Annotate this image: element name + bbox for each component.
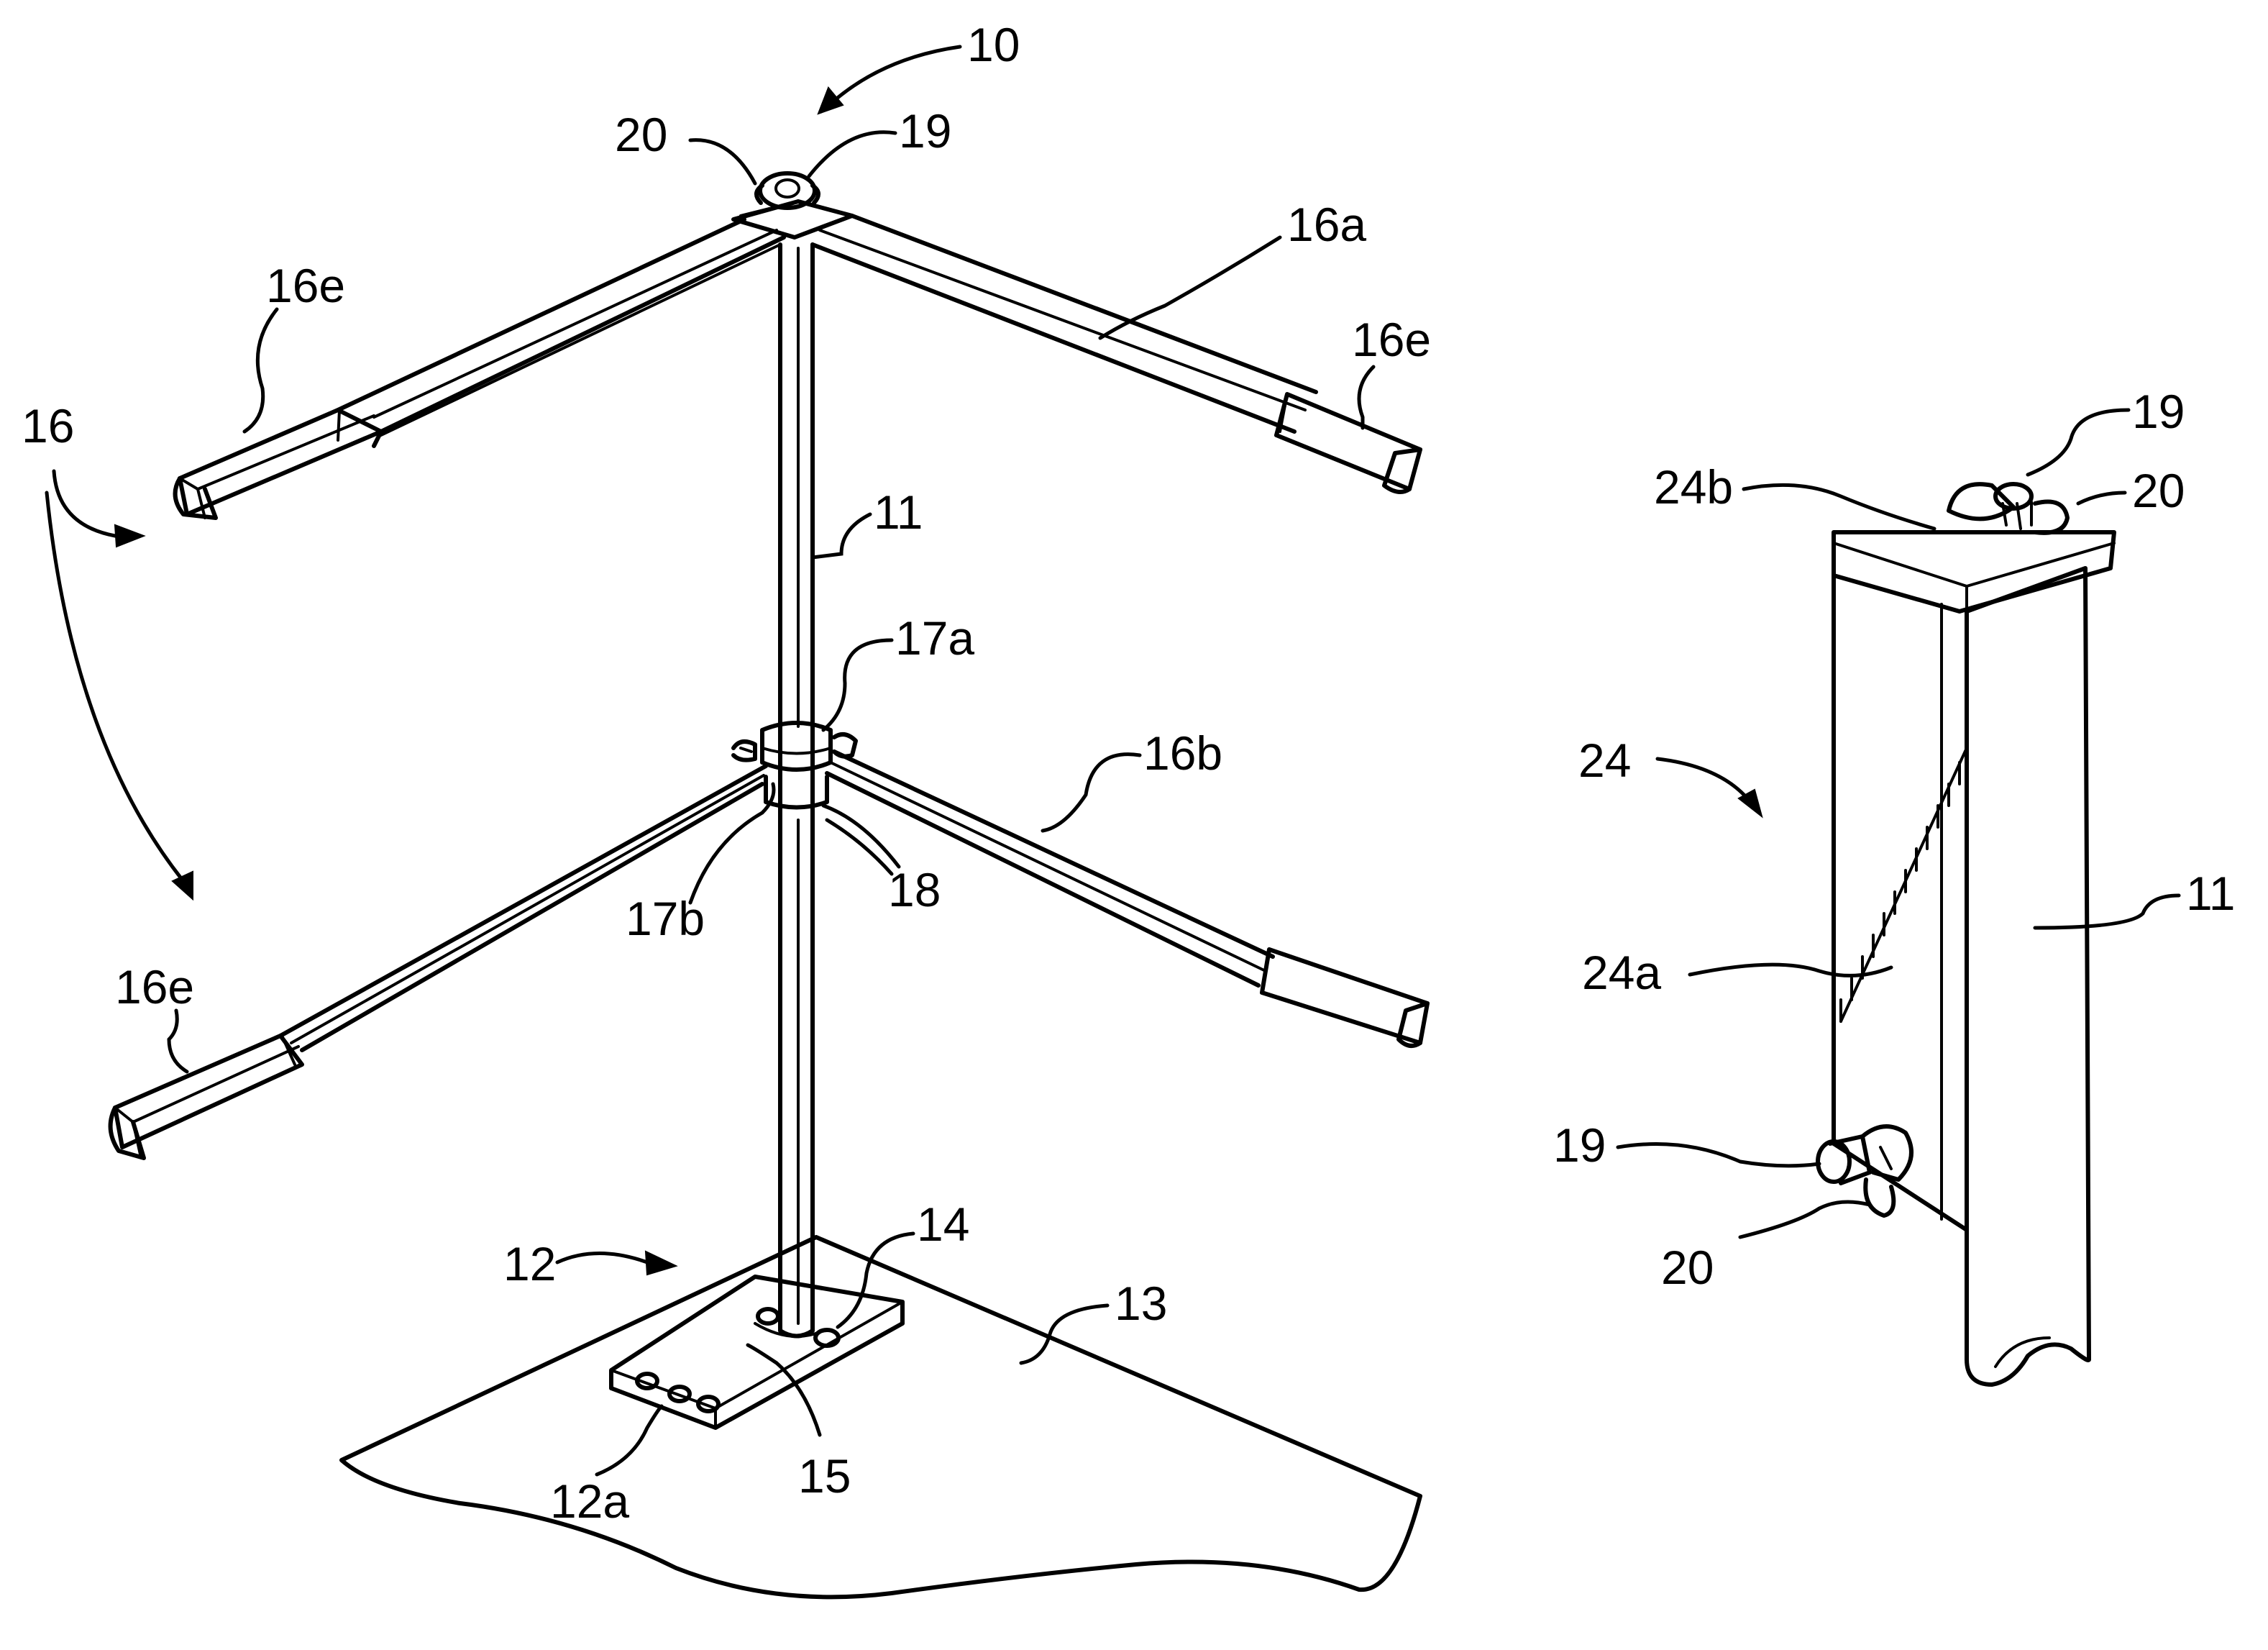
label-24: 24 (1578, 734, 1631, 787)
label-14: 14 (917, 1198, 969, 1251)
label-20-right-bottom: 20 (1661, 1241, 1714, 1294)
label-16: 16 (22, 399, 74, 452)
middle-arm-assembly (111, 723, 1427, 1158)
detail-view-24 (1818, 484, 2114, 1385)
label-18: 18 (888, 863, 941, 916)
floor-surface (342, 1237, 1420, 1597)
leader-lines (47, 47, 2179, 1474)
label-15: 15 (798, 1449, 851, 1503)
label-12a: 12a (550, 1474, 629, 1528)
label-13: 13 (1115, 1277, 1167, 1330)
vertical-post (780, 245, 813, 1336)
label-10: 10 (967, 18, 1020, 71)
label-11-right: 11 (2186, 867, 2236, 920)
label-16e-top-right: 16e (1352, 313, 1431, 366)
label-24a: 24a (1582, 946, 1661, 999)
label-17b: 17b (626, 892, 705, 945)
label-16e-top-left: 16e (266, 259, 345, 312)
label-20-top: 20 (615, 108, 667, 161)
label-19-right-top: 19 (2132, 385, 2185, 438)
label-16e-bottom-left: 16e (115, 960, 194, 1013)
label-11-left: 11 (874, 486, 923, 539)
label-24b: 24b (1654, 460, 1733, 514)
label-17a: 17a (895, 611, 974, 665)
label-19-top: 19 (899, 104, 951, 158)
reference-labels: 10 20 19 16a 16e 16e 16 11 17a 16b 18 17… (22, 18, 2236, 1528)
label-16a: 16a (1287, 198, 1366, 251)
label-12: 12 (503, 1237, 556, 1290)
label-20-right-top: 20 (2132, 464, 2185, 517)
label-16b: 16b (1143, 726, 1222, 780)
label-19-right-bottom: 19 (1553, 1118, 1606, 1172)
